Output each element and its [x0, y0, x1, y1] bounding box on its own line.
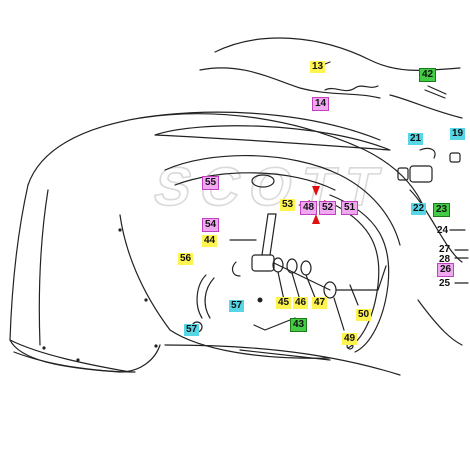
red-arrow-up	[312, 186, 320, 196]
callout-55[interactable]: 55	[202, 176, 220, 190]
leader-50	[349, 284, 359, 306]
body-shell-outer	[27, 113, 426, 211]
callout-52[interactable]: 52	[319, 201, 337, 215]
hose-56	[196, 274, 215, 319]
callout-57-lower[interactable]: 57	[184, 324, 200, 336]
fuel-tap-filter-tube	[261, 213, 277, 256]
callout-45[interactable]: 45	[276, 297, 292, 309]
callout-48[interactable]: 48	[300, 201, 318, 215]
inner-panel-arc	[164, 155, 401, 246]
inner-panel-arc-2	[174, 172, 336, 191]
callout-43[interactable]: 43	[290, 318, 308, 332]
washer-46	[286, 258, 298, 274]
frame-top-outline	[214, 37, 461, 71]
callout-13[interactable]: 13	[310, 61, 326, 73]
callout-27[interactable]: 27	[439, 244, 451, 255]
callout-24[interactable]: 24	[437, 225, 449, 236]
callout-56[interactable]: 56	[178, 253, 194, 265]
callout-25[interactable]: 25	[439, 278, 451, 289]
body-bottom-skirt-rim	[13, 351, 136, 373]
washer-47	[300, 260, 312, 276]
frame-right-outline	[389, 94, 463, 119]
inner-panel-lower	[119, 214, 331, 359]
part-23-block	[409, 165, 433, 183]
leader-47	[305, 274, 317, 301]
bracket-arm-inner	[334, 204, 380, 349]
body-cutout	[154, 125, 391, 151]
control-rod-50	[335, 265, 387, 291]
callout-57-upper[interactable]: 57	[229, 300, 245, 312]
leader-43	[253, 317, 296, 331]
callout-42[interactable]: 42	[419, 68, 437, 82]
callout-14[interactable]: 14	[312, 97, 330, 111]
part-42-pin	[424, 85, 447, 99]
red-arrow-down	[312, 214, 320, 224]
callout-22[interactable]: 22	[411, 203, 427, 215]
callout-54[interactable]: 54	[202, 218, 220, 232]
callout-19[interactable]: 19	[450, 128, 466, 140]
body-shell-top-lip	[139, 111, 381, 141]
part-19-nut	[449, 152, 461, 163]
leader-49	[333, 297, 345, 331]
fuel-tap-body	[251, 254, 275, 272]
callout-51[interactable]: 51	[341, 201, 359, 215]
floor-line	[164, 344, 401, 376]
body-bottom-skirt	[9, 339, 161, 373]
callout-28[interactable]: 28	[439, 254, 451, 265]
frame-right-edge	[417, 299, 463, 346]
leader-46	[291, 272, 301, 301]
callout-46[interactable]: 46	[293, 297, 309, 309]
tank-cap-55	[251, 174, 275, 188]
part-14-spring	[324, 85, 379, 92]
body-left-face-inner	[38, 189, 49, 346]
body-left-face	[9, 184, 131, 373]
callout-23[interactable]: 23	[433, 203, 451, 217]
bracket-arm	[329, 194, 390, 353]
part-22-cap	[397, 167, 409, 181]
callout-50[interactable]: 50	[356, 309, 372, 321]
callout-21[interactable]: 21	[408, 133, 424, 145]
callout-44[interactable]: 44	[202, 235, 218, 247]
callout-47[interactable]: 47	[312, 297, 328, 309]
tap-outlet-pipe	[273, 262, 331, 291]
floor-line-2	[239, 349, 331, 361]
callout-26[interactable]: 26	[437, 263, 455, 277]
leader-45	[277, 271, 285, 301]
hose-clip-57	[231, 261, 241, 277]
callout-53[interactable]: 53	[280, 199, 296, 211]
part-21-clip	[419, 147, 436, 159]
callout-49[interactable]: 49	[342, 333, 358, 345]
frame-top-inner	[199, 67, 381, 99]
